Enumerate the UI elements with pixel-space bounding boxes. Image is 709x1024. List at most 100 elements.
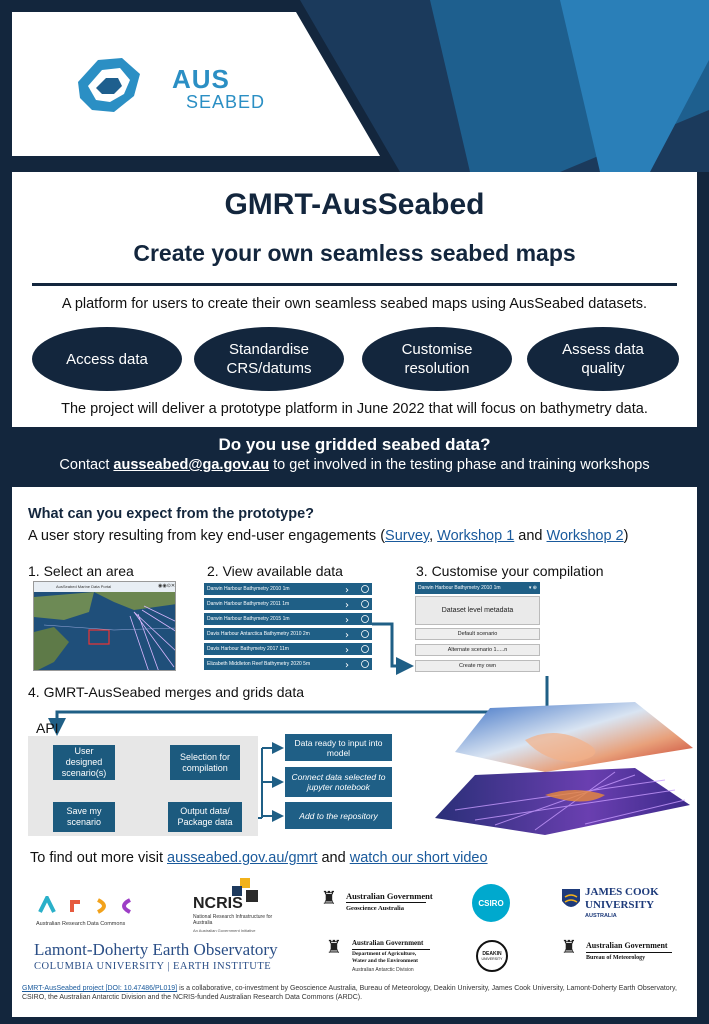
ga-gov-text: Australian Government [346, 891, 433, 901]
gmrt-website-link[interactable]: ausseabed.gov.au/gmrt [167, 850, 318, 866]
footer-body: is a collaborative, co-investment by Geo… [22, 985, 677, 1001]
dawe-line1: Department of Agriculture, [352, 951, 417, 957]
create-my-own-button[interactable]: Create my own [415, 660, 540, 672]
bom-text: Bureau of Meteorology [586, 955, 646, 961]
dataset-arrows: › › › › › › [345, 585, 369, 671]
svg-text:›: › [345, 600, 349, 611]
project-note: The project will deliver a prototype pla… [61, 401, 648, 417]
svg-text:›: › [345, 585, 349, 596]
dataset-list: Darwin Harbour Bathymetry 2010 1m Darwin… [204, 583, 372, 673]
repository-box: Add to the repository [285, 802, 392, 829]
dataset-name: Darwin Harbour Bathymetry 2011 1m [207, 601, 290, 607]
video-link[interactable]: watch our short video [349, 850, 488, 866]
contact-banner [0, 427, 709, 487]
data-ready-box: Data ready to input into model [285, 734, 392, 761]
svg-text:›: › [345, 660, 349, 671]
dataset-row[interactable]: Davis Harbour Bathymetry 2017 11m [204, 643, 372, 655]
contact-email-link[interactable]: ausseabed@ga.gov.au [113, 457, 270, 473]
workshop2-link[interactable]: Workshop 2 [546, 528, 624, 544]
dawe-gov-text: Australian Government [352, 939, 424, 947]
page-title: GMRT-AusSeabed [224, 188, 485, 221]
ga-rule [346, 902, 426, 903]
intro-text: A platform for users to create their own… [61, 296, 648, 312]
feature-access-data: Access data [32, 327, 182, 391]
step-3-label: 3. Customise your compilation [416, 563, 604, 579]
jcu-line3: AUSTRALIA [585, 913, 617, 919]
dawe-line3: Australian Antarctic Division [352, 967, 414, 973]
map-screenshot: AusSeabed Marine Data Portal [33, 581, 176, 671]
jcu-line1: JAMES COOK [585, 886, 659, 898]
survey-link[interactable]: Survey [385, 528, 430, 544]
ldeo-line2: COLUMBIA UNIVERSITY | EARTH INSTITUTE [34, 961, 272, 972]
dataset-row[interactable]: Darwin Harbour Bathymetry 2015 1m [204, 613, 372, 625]
alternate-scenario-button[interactable]: Alternate scenario 1.....n [415, 644, 540, 656]
metadata-box: Dataset level metadata [415, 596, 540, 625]
brand-line2: SEABED [186, 92, 266, 112]
ausseabed-logo-icon [78, 58, 140, 112]
more-info: To find out more visit ausseabed.gov.au/… [30, 850, 488, 866]
bom-rule [586, 952, 672, 953]
dataset-name: Darwin Harbour Bathymetry 2015 1m [207, 616, 290, 622]
contact-suffix: to get involved in the testing phase and… [269, 457, 650, 473]
deakin-sub: UNIVERSITY [481, 957, 503, 961]
step-1-label: 1. Select an area [28, 563, 134, 579]
dawe-rule [352, 949, 430, 950]
svg-text:›: › [345, 615, 349, 626]
banner-question: Do you use gridded seabed data? [218, 435, 491, 454]
compile-header-icons: ▾ ⊕ [528, 585, 537, 591]
dataset-row[interactable]: Davis Harbour Antarctica Bathymetry 2010… [204, 628, 372, 640]
project-doi-link[interactable]: GMRT-AusSeabed project [DOI: 10.47486/PL… [22, 985, 178, 992]
banner-contact: Contact ausseabed@ga.gov.au to get invol… [0, 457, 709, 473]
ncris-logo-text: NCRIS [193, 895, 243, 912]
save-scenario-box: Save my scenario [53, 802, 115, 832]
dataset-row[interactable]: Elizabeth Middleton Reef Bathymetry 2020… [204, 658, 372, 670]
map-title: AusSeabed Marine Data Portal [34, 582, 175, 592]
crest-icon: ♜ [325, 937, 343, 957]
svg-text:›: › [345, 645, 349, 656]
dataset-row[interactable]: Darwin Harbour Bathymetry 2010 1m [204, 583, 372, 595]
jcu-shield-icon [562, 889, 580, 907]
ga-text: Geoscience Australia [346, 905, 404, 912]
compile-header: Darwin Harbour Bathymetry 2010 1m ▾ ⊕ [415, 582, 540, 594]
divider [32, 283, 677, 286]
expect-prefix: A user story resulting from key end-user… [28, 528, 386, 544]
jcu-line2: UNIVERSITY [585, 899, 655, 911]
workshop1-link[interactable]: Workshop 1 [437, 528, 515, 544]
deakin-text: DEAKIN [482, 951, 502, 957]
csiro-logo: CSIRO [472, 884, 510, 922]
bathymetry-3d-image [435, 702, 693, 835]
brand-line1: AUS [172, 64, 230, 94]
ncris-sub2: An Australian Government Initiative [193, 928, 256, 933]
page-subtitle: Create your own seamless seabed maps [133, 240, 576, 266]
default-scenario-button[interactable]: Default scenario [415, 628, 540, 640]
bom-gov-text: Australian Government [586, 941, 668, 950]
header-background [0, 0, 709, 172]
deakin-logo: DEAKIN UNIVERSITY [476, 940, 508, 972]
expect-text: A user story resulting from key end-user… [28, 528, 628, 544]
dataset-name: Darwin Harbour Bathymetry 2010 1m [207, 586, 290, 592]
footer-text: GMRT-AusSeabed project [DOI: 10.47486/PL… [22, 984, 686, 1002]
selection-box: Selection for compilation [170, 745, 240, 780]
user-scenario-box: User designed scenario(s) [53, 745, 115, 780]
feature-customise: Customise resolution [362, 327, 512, 391]
crest-icon: ♜ [320, 888, 338, 908]
step-4-label: 4. GMRT-AusSeabed merges and grids data [28, 684, 305, 700]
expect-suffix: ) [623, 528, 629, 544]
dataset-name: Elizabeth Middleton Reef Bathymetry 2020… [207, 661, 311, 667]
crest-icon: ♜ [560, 937, 578, 957]
contact-prefix: Contact [59, 457, 114, 473]
map-toolbar-icons: ◉◉⊙✕ [158, 583, 176, 589]
ardc-logo-icon [38, 896, 131, 914]
more-prefix: To find out more visit [30, 850, 167, 866]
compile-header-text: Darwin Harbour Bathymetry 2010 1m [418, 585, 501, 591]
api-label: API [36, 720, 59, 736]
expect-heading: What can you expect from the prototype? [28, 506, 314, 522]
step-2-label: 2. View available data [207, 563, 343, 579]
dataset-row[interactable]: Darwin Harbour Bathymetry 2011 1m [204, 598, 372, 610]
svg-text:›: › [345, 630, 349, 641]
dawe-line2: Water and the Environment [352, 958, 418, 964]
ncris-sub: National Research Infrastructure for Aus… [193, 914, 273, 926]
map-view [34, 592, 175, 670]
